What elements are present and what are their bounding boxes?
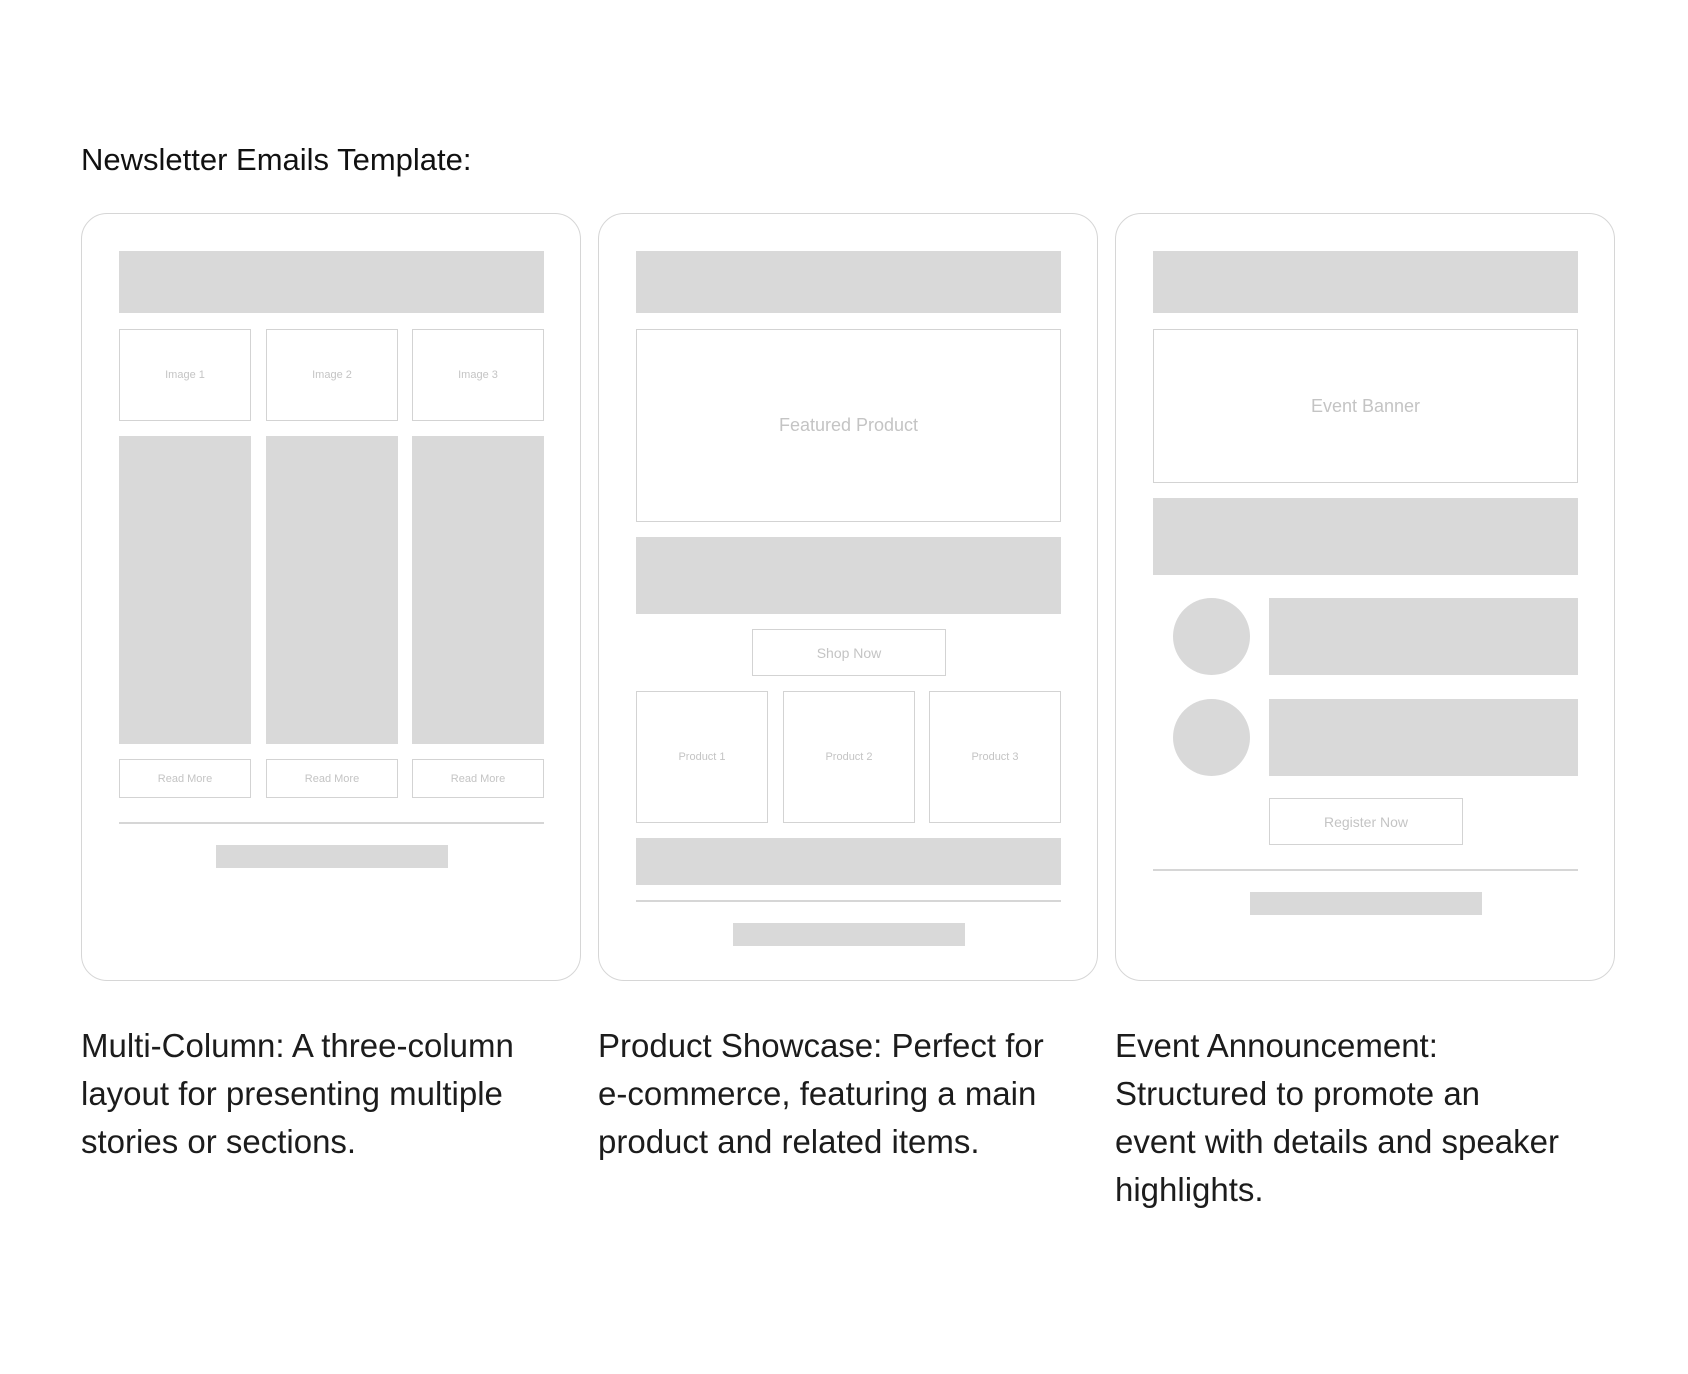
- footer-placeholder: [733, 923, 965, 946]
- story-column-1: [119, 436, 251, 744]
- event-banner-placeholder: Event Banner: [1153, 329, 1578, 483]
- caption-event-announcement: Event Announcement: Structured to promot…: [1115, 1022, 1595, 1214]
- caption-line: product and related items.: [598, 1123, 980, 1160]
- caption-multi-column: Multi-Column: A three-column layout for …: [81, 1022, 561, 1166]
- caption-line: highlights.: [1115, 1171, 1264, 1208]
- footer-placeholder: [216, 845, 448, 868]
- template-card-multi-column[interactable]: Image 1 Image 2 Image 3 Read More Read M…: [81, 213, 581, 981]
- product-placeholder-3: Product 3: [929, 691, 1061, 823]
- caption-line: e-commerce, featuring a main: [598, 1075, 1037, 1112]
- footer-placeholder: [1250, 892, 1482, 915]
- related-info-placeholder: [636, 838, 1061, 885]
- caption-line: Product Showcase: Perfect for: [598, 1027, 1044, 1064]
- caption-line: Multi-Column: A three-column: [81, 1027, 514, 1064]
- caption-line: layout for presenting multiple: [81, 1075, 503, 1112]
- template-card-product-showcase[interactable]: Featured Product Shop Now Product 1 Prod…: [598, 213, 1098, 981]
- shop-now-button[interactable]: Shop Now: [752, 629, 946, 676]
- caption-line: stories or sections.: [81, 1123, 357, 1160]
- read-more-button-2[interactable]: Read More: [266, 759, 398, 798]
- image-placeholder-1: Image 1: [119, 329, 251, 421]
- header-placeholder: [119, 251, 544, 313]
- read-more-button-3[interactable]: Read More: [412, 759, 544, 798]
- speaker-info-1: [1269, 598, 1578, 675]
- story-column-2: [266, 436, 398, 744]
- image-placeholder-3: Image 3: [412, 329, 544, 421]
- header-placeholder: [1153, 251, 1578, 313]
- product-placeholder-2: Product 2: [783, 691, 915, 823]
- speaker-avatar-2: [1173, 699, 1250, 776]
- footer-divider: [1153, 869, 1578, 871]
- event-details-placeholder: [1153, 498, 1578, 575]
- story-column-3: [412, 436, 544, 744]
- template-card-event-announcement[interactable]: Event Banner Register Now: [1115, 213, 1615, 981]
- caption-line: Structured to promote an: [1115, 1075, 1481, 1112]
- footer-divider: [636, 900, 1061, 902]
- product-placeholder-1: Product 1: [636, 691, 768, 823]
- caption-product-showcase: Product Showcase: Perfect for e-commerce…: [598, 1022, 1078, 1166]
- register-now-button[interactable]: Register Now: [1269, 798, 1463, 845]
- page-title: Newsletter Emails Template:: [81, 142, 472, 177]
- featured-product-placeholder: Featured Product: [636, 329, 1061, 522]
- header-placeholder: [636, 251, 1061, 313]
- caption-line: event with details and speaker: [1115, 1123, 1559, 1160]
- footer-divider: [119, 822, 544, 824]
- speaker-info-2: [1269, 699, 1578, 776]
- image-placeholder-2: Image 2: [266, 329, 398, 421]
- caption-line: Event Announcement:: [1115, 1027, 1438, 1064]
- speaker-avatar-1: [1173, 598, 1250, 675]
- product-description-placeholder: [636, 537, 1061, 614]
- read-more-button-1[interactable]: Read More: [119, 759, 251, 798]
